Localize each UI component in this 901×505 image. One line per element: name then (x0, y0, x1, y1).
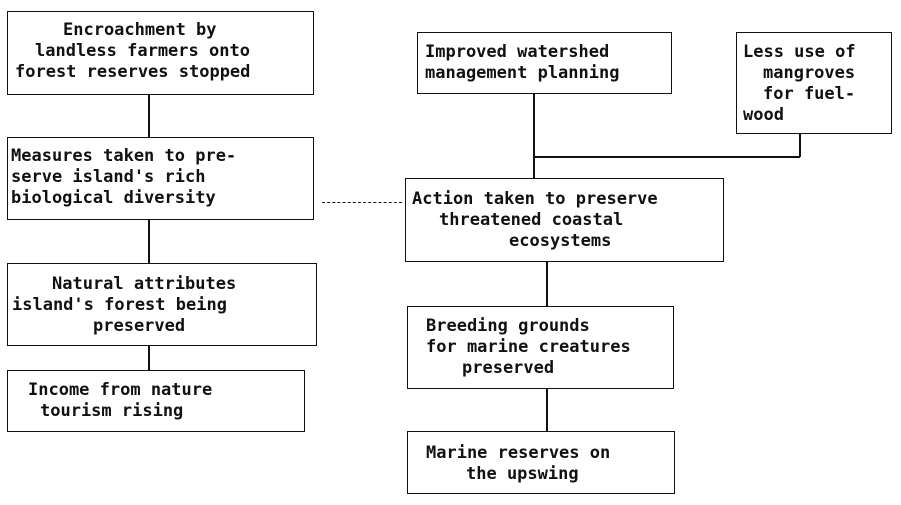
box-breeding-line-3: preserved (462, 358, 555, 378)
box-encroachment-line-1: Encroachment by (63, 20, 217, 40)
box-measures-line-1: Measures taken to pre- (11, 146, 237, 166)
box-income-line-2: tourism rising (40, 401, 184, 421)
box-natural-line-2: island's forest being (12, 295, 227, 315)
box-measures-line-2: serve island's rich (11, 167, 206, 187)
box-watershed-line-2: management planning (425, 63, 620, 83)
box-income-tourism: Income from nature tourism rising (7, 370, 305, 432)
box-breeding-line-1: Breeding grounds (426, 316, 590, 336)
box-action-line-3: ecosystems (509, 231, 612, 251)
box-mangroves-fuelwood: Less use of mangroves for fuel- wood (736, 32, 892, 134)
box-mangroves-line-3: for fuel- (763, 84, 856, 104)
box-measures-line-3: biological diversity (11, 188, 216, 208)
connector-breeding-marine (546, 389, 548, 431)
box-mangroves-line-1: Less use of (743, 42, 856, 62)
box-watershed-line-1: Improved watershed (425, 42, 610, 62)
connector-encroachment-measures (148, 95, 150, 137)
box-action-line-1: Action taken to preserve (412, 189, 658, 209)
box-action-line-2: threatened coastal (439, 210, 624, 230)
box-encroachment-line-2: landless farmers onto (35, 41, 250, 61)
connector-watershed-action (533, 94, 535, 178)
box-measures-biodiversity: Measures taken to pre- serve island's ri… (7, 137, 314, 220)
box-breeding-line-2: for marine creatures (426, 337, 631, 357)
connector-natural-income (148, 346, 150, 370)
box-encroachment-line-3: forest reserves stopped (15, 62, 251, 82)
box-income-line-1: Income from nature (28, 380, 213, 400)
connector-mangroves-horizontal (533, 156, 800, 158)
dashed-link-measures-action (322, 202, 402, 203)
box-marine-line-1: Marine reserves on (426, 443, 611, 463)
connector-action-breeding (546, 262, 548, 306)
box-watershed-planning: Improved watershed management planning (417, 32, 672, 94)
box-mangroves-line-4: wood (743, 105, 784, 125)
box-mangroves-line-2: mangroves (763, 63, 856, 83)
box-action-coastal: Action taken to preserve threatened coas… (405, 178, 724, 262)
connector-mangroves-vertical (799, 134, 801, 157)
connector-measures-natural (148, 220, 150, 263)
box-breeding-grounds: Breeding grounds for marine creatures pr… (407, 306, 674, 389)
box-natural-line-3: preserved (93, 316, 186, 336)
box-natural-line-1: Natural attributes (52, 274, 237, 294)
box-marine-line-2: the upswing (466, 464, 579, 484)
box-natural-attributes: Natural attributes island's forest being… (7, 263, 317, 346)
box-encroachment-stopped: Encroachment by landless farmers onto fo… (7, 11, 314, 95)
box-marine-reserves: Marine reserves on the upswing (407, 431, 675, 494)
